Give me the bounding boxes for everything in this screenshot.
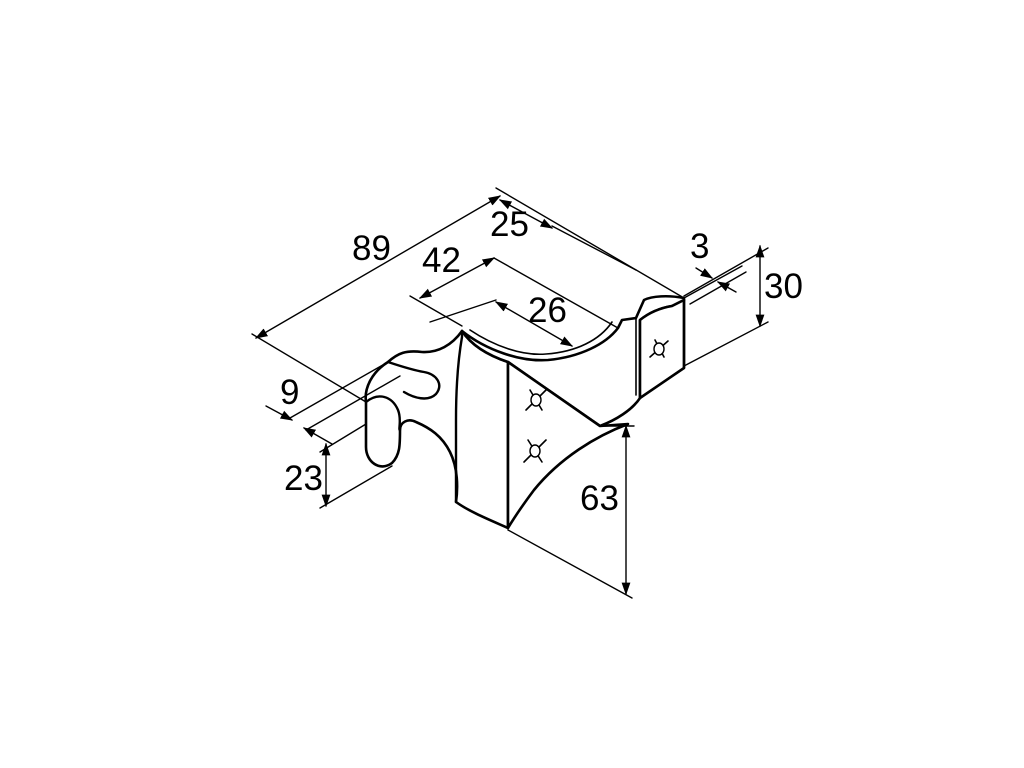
- hook-rim: [386, 360, 441, 400]
- screw-hole-face-upper: [525, 389, 547, 411]
- dim-label-23: 23: [284, 459, 323, 498]
- dim-label-25: 25: [490, 205, 529, 244]
- dim-label-26: 26: [528, 291, 567, 330]
- dim-label-9: 9: [280, 373, 299, 412]
- dim-9-arrow-a: [265, 405, 294, 421]
- saddle-inner-edge: [469, 321, 613, 356]
- dim-42-line: [418, 257, 496, 299]
- ext-30-bottom: [683, 321, 769, 367]
- ext-3-b: [689, 271, 747, 305]
- dim-26-line: [494, 301, 574, 347]
- dim-label-89: 89: [352, 229, 391, 268]
- ext-42-left: [409, 295, 463, 327]
- ext-23-bottom: [319, 465, 393, 509]
- bracket-web: [364, 329, 510, 530]
- ext-30-top: [683, 247, 769, 297]
- ext-63-bottom: [507, 529, 633, 599]
- dimension-labels: 89 25 42 26 9 23 3 30 63: [280, 205, 803, 518]
- dim-89-line: [254, 195, 502, 339]
- dim-label-42: 42: [422, 241, 461, 280]
- ext-26-left: [429, 299, 497, 323]
- dim-label-63: 63: [580, 479, 619, 518]
- ext-9-lower: [305, 375, 401, 431]
- dimension-lines: [251, 187, 769, 599]
- screw-hole-tab: [649, 339, 669, 358]
- ext-42-right: [493, 257, 619, 329]
- ext-23-top: [319, 423, 367, 453]
- dim-9-arrow-b: [302, 427, 333, 445]
- screw-hole-face-lower: [523, 439, 547, 463]
- dim-label-30: 30: [764, 267, 803, 306]
- dim-label-3: 3: [690, 227, 709, 266]
- ext-9-upper: [289, 361, 389, 419]
- web-fold: [454, 329, 464, 504]
- dim-3-arrow-a: [695, 267, 714, 279]
- ext-25: [551, 225, 637, 271]
- bracket-part: [364, 294, 686, 530]
- ext-3-a: [683, 265, 743, 299]
- dim-3-arrow-b: [716, 281, 737, 293]
- dim-25-line: [498, 199, 554, 229]
- hook-cutout: [364, 395, 402, 432]
- ext-89-left: [251, 333, 367, 403]
